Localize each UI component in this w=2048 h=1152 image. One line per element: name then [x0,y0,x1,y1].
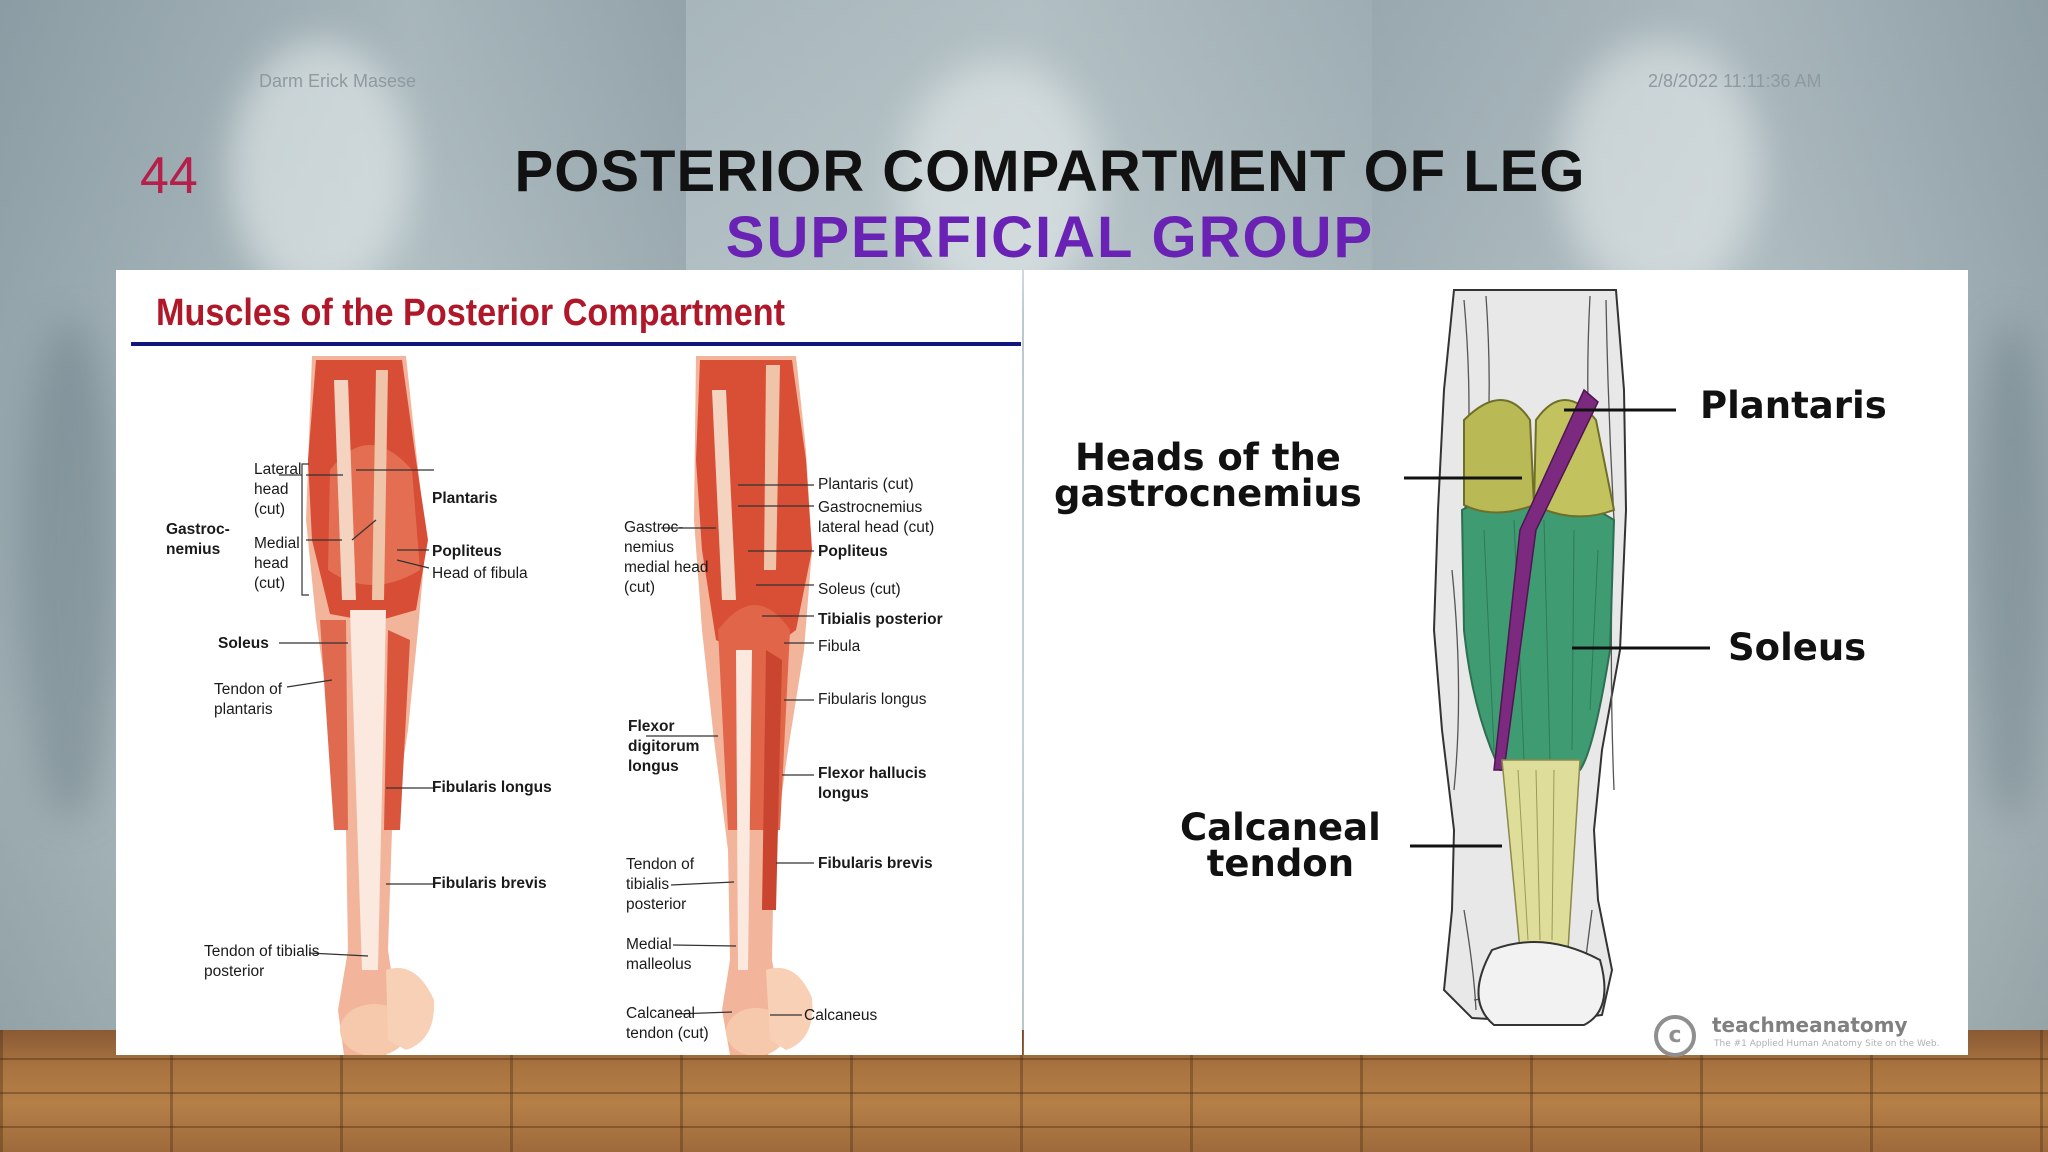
leader-lines-b [646,484,814,1016]
figure-heading: Muscles of the Posterior Compartment [156,292,786,334]
label-tendon-tibialis-b: Tendon of tibialis posterior [626,856,695,913]
background-blur [1560,40,1760,300]
label-tendon-of-plantaris: Tendon of plantaris [214,681,283,718]
watermark-name: teachmeanatomy [1712,1013,1908,1037]
label-tendon-tibialis-posterior-a: Tendon of tibialis posterior [204,943,320,980]
label-fibularis-longus-a: Fibularis longus [432,779,552,796]
slide-title: POSTERIOR COMPARTMENT OF LEG [514,139,1586,204]
label-gastrocnemius-lateral-b: Gastrocnemius lateral head (cut) [818,499,935,536]
superficial-group-figure: Plantaris Heads of the gastrocnemius Sol… [1024,270,1968,1057]
label-calcaneus: Calcaneus [804,1007,878,1024]
background-blur [20,320,120,820]
label-flexor-hallucis: Flexor hallucis longus [818,765,927,802]
label-soleus-right: Soleus [1728,626,1867,669]
label-fibularis-brevis-b: Fibularis brevis [818,855,933,872]
background-blur [1970,320,2048,820]
leg-illustrations [279,356,814,1055]
label-lateral-head: Lateral head (cut) [254,461,302,518]
floor-plank-line [0,1092,2048,1094]
copyright-icon: c [1654,1015,1696,1057]
watermark-tagline: The #1 Applied Human Anatomy Site on the… [1714,1039,1940,1049]
slide-author: Darm Erick Masese [259,71,417,91]
label-tibialis-posterior: Tibialis posterior [818,611,943,628]
background-blur [230,40,410,300]
floor-plank-line [0,1126,2048,1128]
label-plantaris-a: Plantaris [432,490,498,507]
label-plantaris-right: Plantaris [1700,384,1887,427]
label-popliteus-b: Popliteus [818,543,888,560]
label-heads-gastrocnemius: Heads of the gastrocnemius [1054,436,1362,515]
label-calcaneal-tendon-cut: Calcaneal tendon (cut) [626,1005,709,1042]
label-medial-head: Medial head (cut) [254,535,300,592]
label-gastrocnemius-a: Gastroc- nemius [166,521,230,558]
calf-illustration [1404,289,1710,1026]
label-plantaris-cut: Plantaris (cut) [818,476,914,493]
leg-illustration-b [694,356,813,1055]
label-medial-malleolus: Medial malleolus [626,936,692,973]
heading-rule [131,342,1021,346]
label-fibularis-brevis-a: Fibularis brevis [432,875,547,892]
label-gastrocnemius-medial-b: Gastroc- nemius medial head (cut) [624,519,709,596]
leg-illustration-a [306,356,435,1055]
label-fibularis-longus-b: Fibularis longus [818,691,927,708]
leader-lines-a [279,463,434,957]
slide-datetime: 2/8/2022 11:11:36 AM [1648,71,1822,91]
label-calcaneal-tendon-right: Calcaneal tendon [1180,806,1381,885]
label-head-of-fibula: Head of fibula [432,565,528,582]
posterior-compartment-figure: Muscles of the Posterior Compartment [116,270,1022,1055]
background-blur [900,60,1100,300]
slide-subtitle: SUPERFICIAL GROUP [725,205,1375,270]
slide-number: 44 [140,147,198,205]
label-soleus-cut: Soleus (cut) [818,581,901,598]
floor-plank-line [0,1058,2048,1060]
label-flexor-digitorum: Flexor digitorum longus [628,718,700,775]
label-popliteus-a: Popliteus [432,543,502,560]
label-soleus-a: Soleus [218,635,269,652]
label-fibula: Fibula [818,638,861,655]
